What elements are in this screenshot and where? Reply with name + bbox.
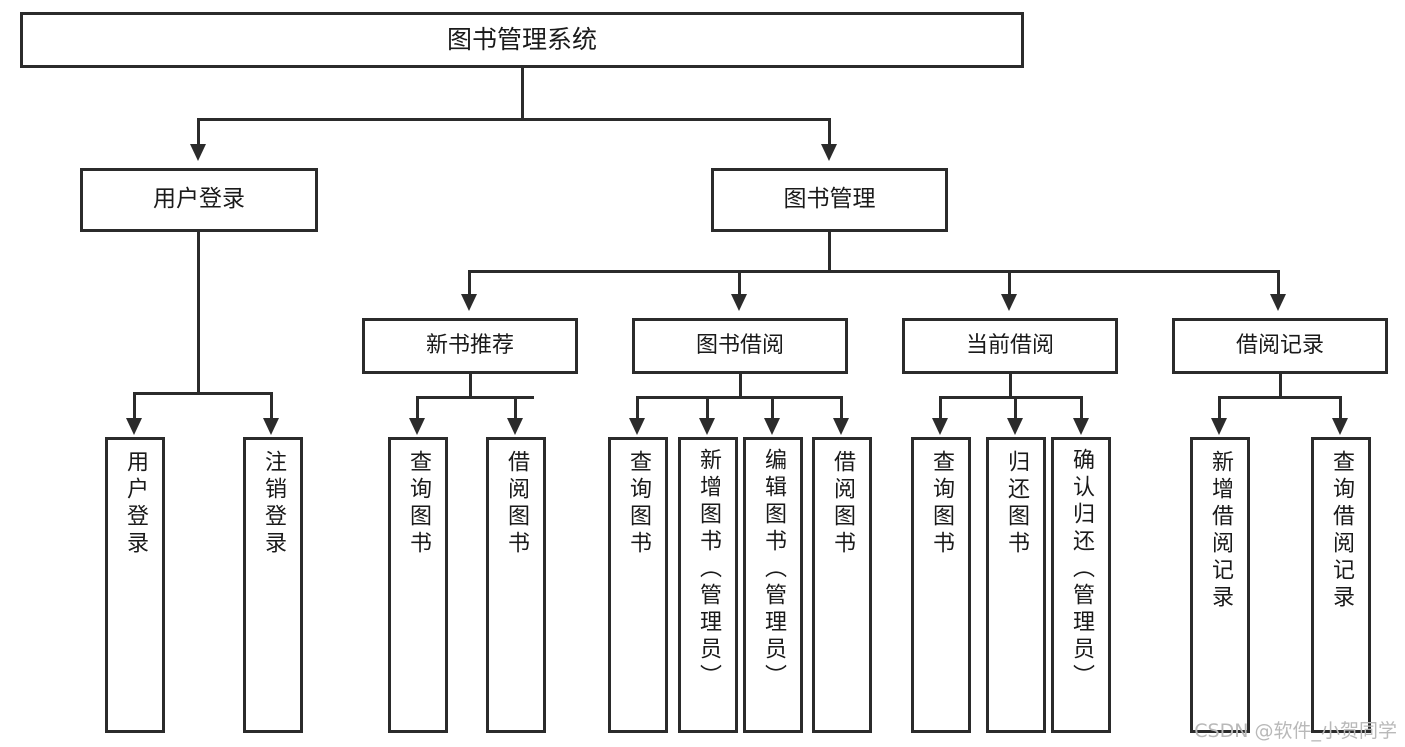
node-label: 图书管理	[783, 186, 876, 213]
connector-currentborrow-stem	[1009, 374, 1012, 396]
arrow-to-leaf-logout-login	[263, 418, 279, 435]
leaf-label: 新增图书（管理员）	[695, 448, 721, 691]
node-label: 新书推荐	[425, 333, 514, 359]
leaf-label: 借阅图书	[829, 450, 855, 558]
leaf-edit-book-admin[interactable]: 编辑图书（管理员）	[743, 437, 803, 733]
leaf-borrow-book-borrow[interactable]: 借阅图书	[812, 437, 872, 733]
connector-bookborrow-drop-1	[636, 396, 639, 418]
leaf-label: 查询图书	[405, 450, 431, 558]
connector-bookborrow-drop-2	[706, 396, 709, 418]
connector-bookborrow-drop-4	[840, 396, 843, 418]
arrow-to-leaf-user-login	[126, 418, 142, 435]
node-book-borrow[interactable]: 图书借阅	[632, 318, 848, 374]
leaf-label: 查询图书	[928, 450, 954, 558]
arrow-to-book-management	[821, 144, 837, 161]
connector-currentborrow-drop-3	[1080, 396, 1083, 418]
leaf-logout-login[interactable]: 注销登录	[243, 437, 303, 733]
connector-root-bus	[197, 118, 831, 121]
leaf-borrow-book-newbook[interactable]: 借阅图书	[486, 437, 546, 733]
arrow-to-new-book-recommend	[461, 294, 477, 311]
leaf-label: 用户登录	[122, 450, 148, 558]
node-label: 图书管理系统	[446, 25, 597, 55]
connector-bookmgmt-stem	[828, 232, 831, 270]
connector-bookborrow-bus	[636, 396, 843, 399]
arrow-to-borrow-record	[1270, 294, 1286, 311]
leaf-label: 注销登录	[260, 450, 286, 558]
connector-newbook-bus	[416, 396, 534, 399]
arrow-to-leaf-add-borrow-record	[1211, 418, 1227, 435]
leaf-label: 确认归还（管理员）	[1068, 448, 1094, 691]
connector-bookmgmt-bus	[468, 270, 1280, 273]
arrow-to-user-login	[190, 144, 206, 161]
node-label: 用户登录	[153, 186, 245, 213]
arrow-to-leaf-confirm-return	[1073, 418, 1089, 435]
connector-userlogin-bus	[133, 392, 273, 395]
leaf-label: 查询借阅记录	[1328, 450, 1354, 612]
arrow-to-leaf-query-book-3	[932, 418, 948, 435]
connector-borrowrecord-stem	[1279, 374, 1282, 396]
node-borrow-record[interactable]: 借阅记录	[1172, 318, 1388, 374]
connector-currentborrow-bus	[939, 396, 1083, 399]
connector-borrowrecord-drop-1	[1218, 396, 1221, 418]
connector-bookmgmt-drop-3	[1008, 270, 1011, 294]
arrow-to-leaf-query-borrow-record	[1332, 418, 1348, 435]
leaf-query-book-newbook[interactable]: 查询图书	[388, 437, 448, 733]
connector-bookborrow-drop-3	[771, 396, 774, 418]
connector-userlogin-left-drop	[133, 392, 136, 418]
arrow-to-leaf-query-book-2	[629, 418, 645, 435]
csdn-watermark: CSDN @软件_小贺同学	[1194, 720, 1397, 742]
arrow-to-leaf-return-book	[1007, 418, 1023, 435]
leaf-label: 编辑图书（管理员）	[760, 448, 786, 691]
leaf-label: 归还图书	[1003, 450, 1029, 558]
arrow-to-current-borrow	[1001, 294, 1017, 311]
connector-bookmgmt-drop-2	[738, 270, 741, 294]
node-current-borrow[interactable]: 当前借阅	[902, 318, 1118, 374]
connector-newbook-drop-2	[514, 396, 517, 418]
node-label: 借阅记录	[1235, 333, 1324, 359]
leaf-add-book-admin[interactable]: 新增图书（管理员）	[678, 437, 738, 733]
connector-borrowrecord-drop-2	[1339, 396, 1342, 418]
connector-userlogin-right-drop	[270, 392, 273, 418]
connector-currentborrow-drop-2	[1014, 396, 1017, 418]
connector-currentborrow-drop-1	[939, 396, 942, 418]
leaf-query-book-current[interactable]: 查询图书	[911, 437, 971, 733]
leaf-label: 借阅图书	[503, 450, 529, 558]
node-label: 图书借阅	[695, 333, 784, 359]
leaf-confirm-return-admin[interactable]: 确认归还（管理员）	[1051, 437, 1111, 733]
leaf-label: 查询图书	[625, 450, 651, 558]
connector-userlogin-stem	[197, 232, 200, 392]
node-user-login[interactable]: 用户登录	[80, 168, 318, 232]
leaf-label: 新增借阅记录	[1207, 450, 1233, 612]
arrow-to-leaf-query-book-1	[409, 418, 425, 435]
connector-borrowrecord-bus	[1218, 396, 1342, 399]
arrow-to-leaf-borrow-book-1	[507, 418, 523, 435]
leaf-add-borrow-record[interactable]: 新增借阅记录	[1190, 437, 1250, 733]
arrow-to-leaf-borrow-book-2	[833, 418, 849, 435]
connector-newbook-drop-1	[416, 396, 419, 418]
node-label: 当前借阅	[965, 333, 1054, 359]
connector-root-stem	[521, 68, 524, 118]
connector-newbook-stem	[469, 374, 472, 396]
leaf-query-book-borrow[interactable]: 查询图书	[608, 437, 668, 733]
leaf-user-login[interactable]: 用户登录	[105, 437, 165, 733]
leaf-return-book[interactable]: 归还图书	[986, 437, 1046, 733]
arrow-to-leaf-edit-book	[764, 418, 780, 435]
node-new-book-recommend[interactable]: 新书推荐	[362, 318, 578, 374]
connector-bookmgmt-drop-4	[1277, 270, 1280, 294]
connector-root-to-login-drop	[197, 118, 200, 144]
node-system-root[interactable]: 图书管理系统	[20, 12, 1024, 68]
node-book-management[interactable]: 图书管理	[711, 168, 948, 232]
arrow-to-book-borrow	[731, 294, 747, 311]
connector-root-to-bookmgmt-drop	[828, 118, 831, 144]
connector-bookmgmt-drop-1	[468, 270, 471, 294]
arrow-to-leaf-add-book	[699, 418, 715, 435]
leaf-query-borrow-record[interactable]: 查询借阅记录	[1311, 437, 1371, 733]
connector-bookborrow-stem	[739, 374, 742, 396]
